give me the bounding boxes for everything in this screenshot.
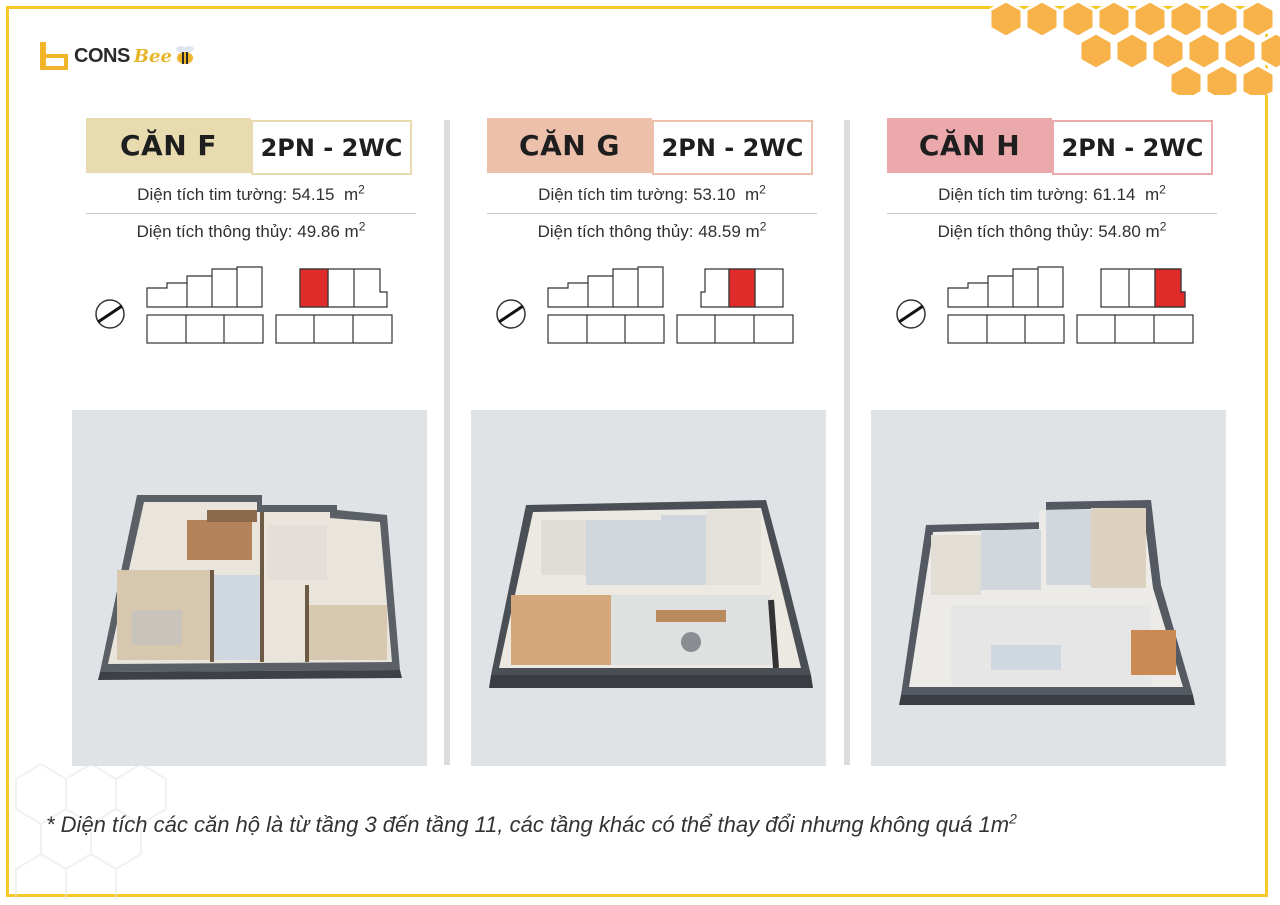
compass-icon	[95, 299, 125, 329]
floor-plan-render-h	[871, 410, 1226, 766]
selected-unit-marker	[1154, 268, 1186, 308]
key-plan-f	[95, 266, 393, 344]
wall-area: Diện tích tim tường: 61.14 m2	[887, 182, 1217, 214]
selected-unit-marker	[299, 268, 329, 308]
footnote-exponent: 2	[1009, 810, 1017, 827]
logo-subtext: Bee	[133, 45, 172, 67]
wall-area: Diện tích tim tường: 53.10 m2	[487, 182, 817, 214]
wall-area: Diện tích tim tường: 54.15 m2	[86, 182, 416, 214]
column-divider	[844, 120, 850, 765]
wall-area-value: Diện tích tim tường: 54.15	[137, 185, 335, 204]
logo-text: CONS	[74, 44, 130, 67]
floor-plan-render-g	[471, 410, 826, 766]
logo-b-icon	[38, 40, 72, 72]
area-unit: m	[1144, 185, 1160, 204]
clear-area: Diện tích thông thủy: 49.86 m2	[86, 219, 416, 242]
area-unit: m	[1145, 222, 1160, 241]
area-unit-exponent: 2	[358, 219, 366, 234]
floor-plan-3d-icon	[98, 495, 402, 680]
area-unit: m	[344, 222, 359, 241]
brand-logo: CONS Bee	[38, 36, 198, 76]
key-plan-h	[896, 266, 1194, 344]
unit-type: 2PN - 2WC	[652, 120, 813, 175]
clear-area-value: Diện tích thông thủy: 49.86	[136, 222, 340, 241]
unit-header: CĂN G 2PN - 2WC	[487, 118, 817, 175]
area-unit-exponent: 2	[1159, 219, 1167, 234]
area-unit-exponent: 2	[759, 182, 766, 197]
unit-card-f: CĂN F 2PN - 2WC Diện tích tim tường: 54.…	[86, 118, 416, 242]
honeycomb-decoration	[980, 0, 1280, 95]
floor-plan-3d-icon	[899, 500, 1195, 705]
clear-area: Diện tích thông thủy: 54.80 m2	[887, 219, 1217, 242]
floor-plan-render-f	[72, 410, 427, 766]
area-unit-exponent: 2	[759, 219, 767, 234]
footnote-text: * Diện tích các căn hộ là từ tầng 3 đến …	[46, 812, 1010, 837]
unit-name: CĂN F	[86, 118, 251, 173]
clear-area: Diện tích thông thủy: 48.59 m2	[487, 219, 817, 242]
clear-area-value: Diện tích thông thủy: 54.80	[937, 222, 1141, 241]
area-unit-exponent: 2	[358, 182, 365, 197]
wall-area-value: Diện tích tim tường: 53.10	[538, 185, 736, 204]
selected-unit-marker	[728, 268, 756, 308]
column-divider	[444, 120, 450, 765]
unit-header: CĂN H 2PN - 2WC	[887, 118, 1217, 175]
unit-name: CĂN H	[887, 118, 1052, 173]
area-unit: m	[343, 185, 359, 204]
bee-icon	[175, 46, 194, 64]
unit-type: 2PN - 2WC	[1052, 120, 1213, 175]
area-unit: m	[745, 222, 760, 241]
clear-area-value: Diện tích thông thủy: 48.59	[537, 222, 741, 241]
unit-type: 2PN - 2WC	[251, 120, 412, 175]
compass-icon	[496, 299, 526, 329]
key-plan-g	[496, 266, 794, 344]
unit-header: CĂN F 2PN - 2WC	[86, 118, 416, 175]
unit-card-h: CĂN H 2PN - 2WC Diện tích tim tường: 61.…	[887, 118, 1217, 242]
footnote: * Diện tích các căn hộ là từ tầng 3 đến …	[46, 812, 1246, 838]
unit-card-g: CĂN G 2PN - 2WC Diện tích tim tường: 53.…	[487, 118, 817, 242]
compass-icon	[896, 299, 926, 329]
unit-name: CĂN G	[487, 118, 652, 173]
wall-area-value: Diện tích tim tường: 61.14	[938, 185, 1136, 204]
floor-plan-3d-icon	[489, 500, 813, 688]
area-unit: m	[744, 185, 760, 204]
area-unit-exponent: 2	[1159, 182, 1166, 197]
